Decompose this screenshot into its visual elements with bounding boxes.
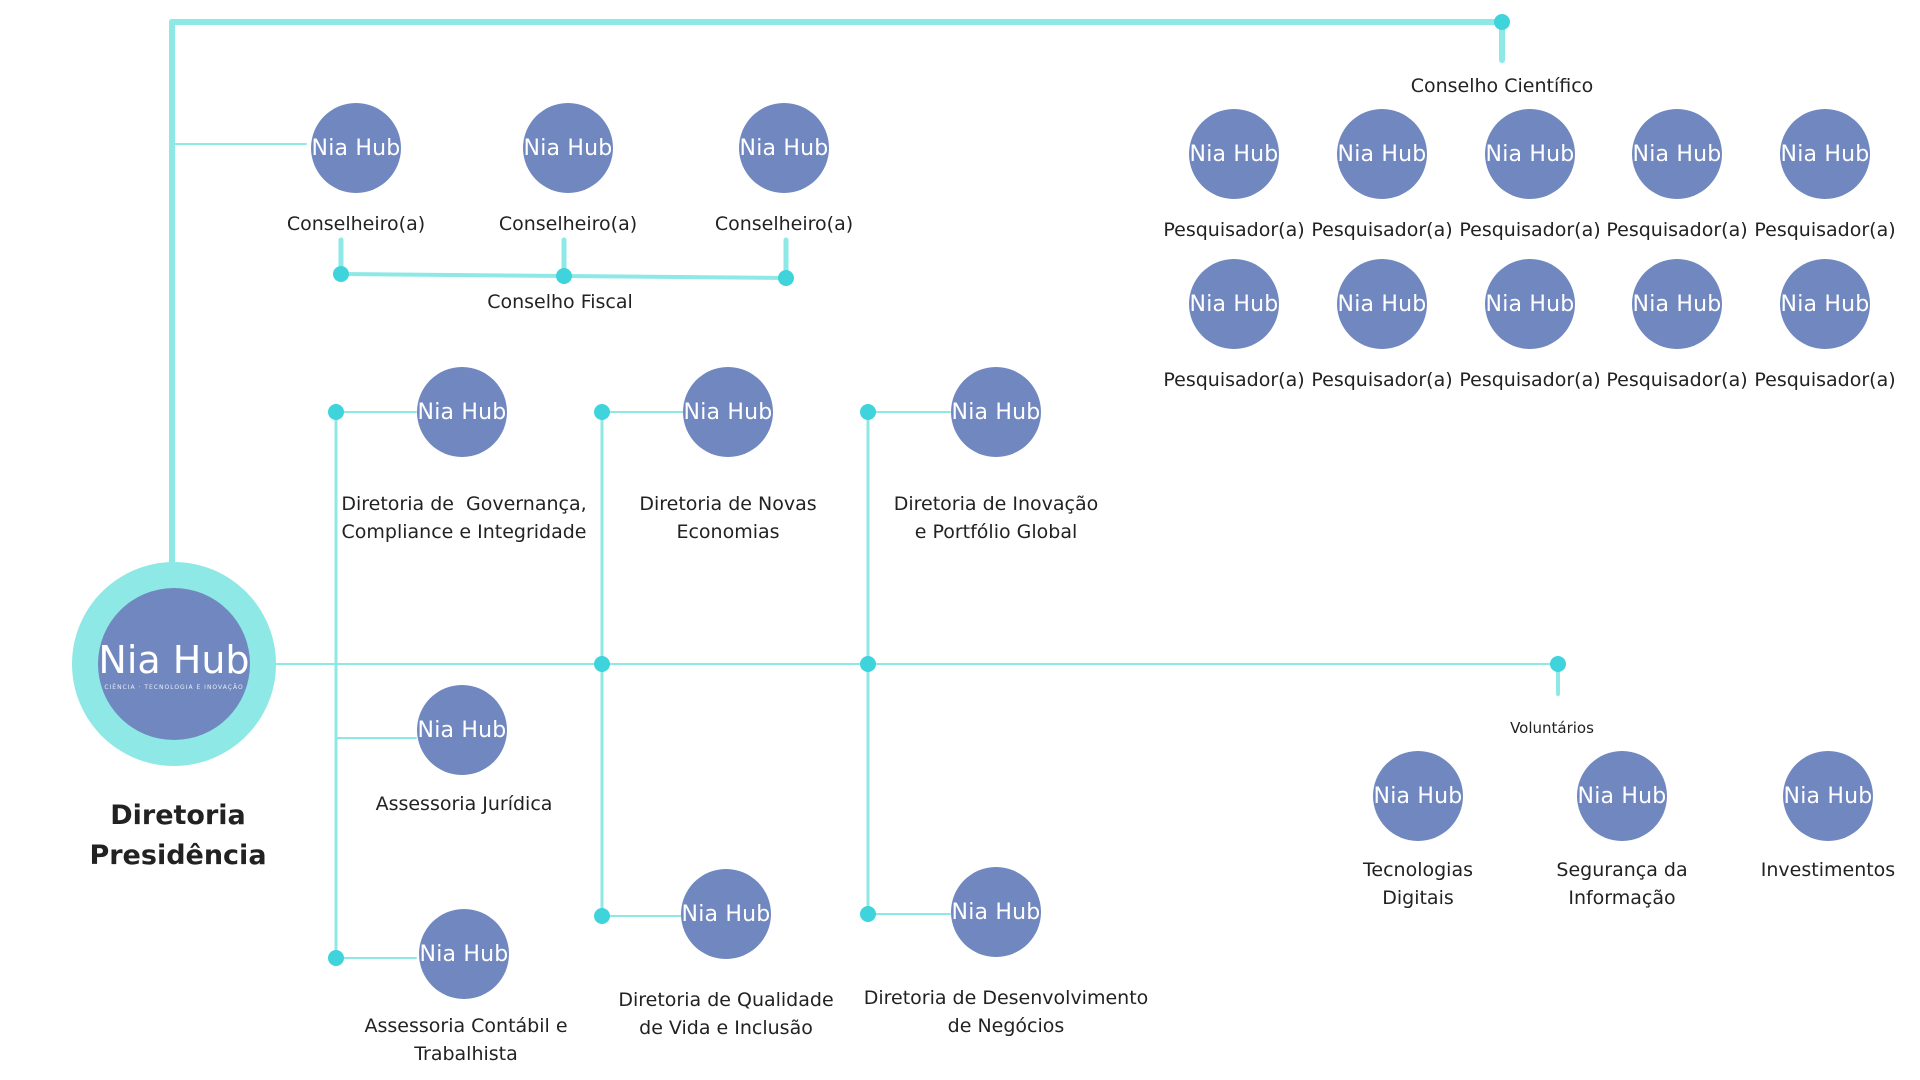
- junction-dot: [333, 266, 349, 282]
- president-label: Diretoria Presidência: [89, 800, 267, 871]
- node-logo-text: Nia Hub: [1783, 783, 1873, 809]
- conselho-cientifico-dot: [1494, 14, 1510, 30]
- member-node: Nia Hub: [417, 367, 507, 457]
- pesquisador-label: Pesquisador(a): [1311, 219, 1453, 241]
- junction-dot: [860, 656, 876, 672]
- junction-dot: [556, 268, 572, 284]
- node-logo-text: Nia Hub: [683, 399, 773, 425]
- member-node: Nia Hub: [739, 103, 829, 193]
- junction-dot: [328, 404, 344, 420]
- pesquisador-label: Pesquisador(a): [1754, 219, 1896, 241]
- pesquisador-label: Pesquisador(a): [1311, 369, 1453, 391]
- member-node: Nia Hub: [417, 685, 507, 775]
- pesquisador-label: Pesquisador(a): [1606, 369, 1748, 391]
- conselheiro-label: Conselheiro(a): [714, 213, 854, 235]
- node-logo-text: Nia Hub: [1337, 141, 1427, 167]
- pesquisador-label: Pesquisador(a): [1606, 219, 1748, 241]
- pesquisador-label: Pesquisador(a): [1163, 219, 1305, 241]
- junction-dot: [594, 404, 610, 420]
- member-node: Nia Hub: [1373, 751, 1463, 841]
- conselho-fiscal-title: Conselho Fiscal: [487, 291, 633, 313]
- junction-dot: [860, 906, 876, 922]
- member-node: Nia Hub: [951, 367, 1041, 457]
- junction-dot: [860, 404, 876, 420]
- node-logo-text: Nia Hub: [417, 717, 507, 743]
- node-logo-text: Nia Hub: [311, 135, 401, 161]
- member-node: Nia Hub: [951, 867, 1041, 957]
- node-logo-text: Nia Hub: [419, 941, 509, 967]
- junction-dot: [778, 270, 794, 286]
- node-logo-text: Nia Hub: [739, 135, 829, 161]
- voluntario-label: Segurança da Informação: [1556, 859, 1688, 909]
- pesquisador-label: Pesquisador(a): [1163, 369, 1305, 391]
- node-logo-text: Nia Hub: [1780, 291, 1870, 317]
- assessoria-label: Assessoria Contábil e Trabalhista: [364, 1015, 568, 1065]
- voluntario-label: Tecnologias Digitais: [1363, 859, 1473, 909]
- voluntarios-title: Voluntários: [1510, 719, 1594, 737]
- node-logo-text: Nia Hub: [417, 399, 507, 425]
- member-node: Nia Hub: [683, 367, 773, 457]
- junction-dot: [328, 950, 344, 966]
- node-logo-text: Nia Hub: [1577, 783, 1667, 809]
- conselho-cientifico-title: Conselho Científico: [1410, 75, 1594, 97]
- voluntarios-dot: [1550, 656, 1566, 672]
- node-logo-text: Nia Hub: [1189, 141, 1279, 167]
- junction-dot: [594, 656, 610, 672]
- diretoria-label: Diretoria de Qualidade de Vida e Inclusã…: [618, 989, 834, 1039]
- member-node: Nia Hub: [419, 909, 509, 999]
- member-node: Nia Hub: [1780, 109, 1870, 199]
- node-logo-text: Nia Hub: [1632, 141, 1722, 167]
- node-logo-text: Nia Hub: [1189, 291, 1279, 317]
- president-logo-text: Nia Hub: [98, 637, 250, 682]
- member-node: Nia Hub: [1780, 259, 1870, 349]
- member-node: Nia Hub: [681, 869, 771, 959]
- assessoria-label: Diretoria de Governança, Compliance e In…: [341, 493, 587, 543]
- node-logo-text: Nia Hub: [951, 399, 1041, 425]
- member-node: Nia Hub: [523, 103, 613, 193]
- node-logo-text: Nia Hub: [681, 901, 771, 927]
- member-node: Nia Hub: [1577, 751, 1667, 841]
- conselheiro-label: Conselheiro(a): [286, 213, 426, 235]
- member-node: Nia Hub: [1485, 259, 1575, 349]
- diretoria-label: Diretoria de Inovação e Portfólio Global: [893, 493, 1099, 543]
- member-node: Nia Hub: [1337, 259, 1427, 349]
- president-logo-tagline: CIÊNCIA · TECNOLOGIA E INOVAÇÃO: [104, 683, 244, 691]
- node-logo-text: Nia Hub: [523, 135, 613, 161]
- member-node: Nia Hub: [1189, 259, 1279, 349]
- diretoria-label: Diretoria de Desenvolvimento de Negócios: [863, 987, 1149, 1037]
- node-logo-text: Nia Hub: [1780, 141, 1870, 167]
- node-logo-text: Nia Hub: [1373, 783, 1463, 809]
- pesquisador-label: Pesquisador(a): [1754, 369, 1896, 391]
- member-node: Nia Hub: [1783, 751, 1873, 841]
- member-node: Nia Hub: [1485, 109, 1575, 199]
- pesquisador-label: Pesquisador(a): [1459, 219, 1601, 241]
- node-logo-text: Nia Hub: [1485, 141, 1575, 167]
- node-logo-text: Nia Hub: [1485, 291, 1575, 317]
- junction-dot: [594, 908, 610, 924]
- diretoria-label: Diretoria de Novas Economias: [639, 493, 817, 543]
- conselheiro-label: Conselheiro(a): [498, 213, 638, 235]
- member-node: Nia Hub: [1189, 109, 1279, 199]
- member-node: Nia Hub: [1632, 259, 1722, 349]
- voluntario-label: Investimentos: [1760, 859, 1896, 881]
- member-node: Nia Hub: [1632, 109, 1722, 199]
- node-logo-text: Nia Hub: [1337, 291, 1427, 317]
- node-logo-text: Nia Hub: [1632, 291, 1722, 317]
- member-node: Nia Hub: [311, 103, 401, 193]
- member-node: Nia Hub: [1337, 109, 1427, 199]
- pesquisador-label: Pesquisador(a): [1459, 369, 1601, 391]
- node-logo-text: Nia Hub: [951, 899, 1041, 925]
- assessoria-label: Assessoria Jurídica: [375, 793, 553, 815]
